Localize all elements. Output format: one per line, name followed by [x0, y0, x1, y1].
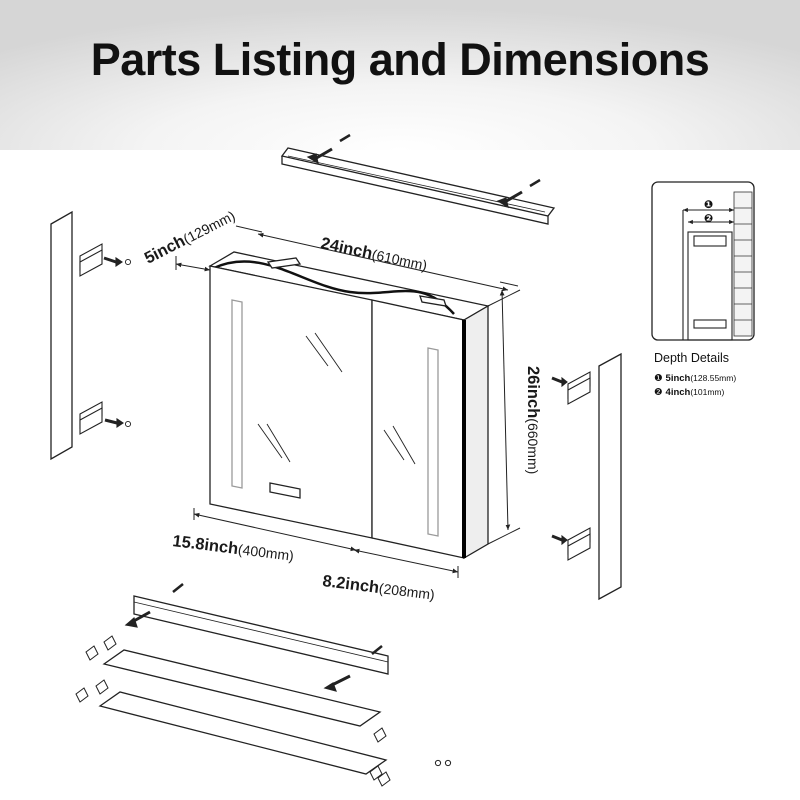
bottom-mounting-bar: [133, 595, 389, 675]
inset-marker-1: ❶: [704, 199, 713, 211]
top-screw-right: [496, 178, 541, 209]
dimension-lines: [175, 225, 521, 578]
bottom-screw-left: [124, 583, 184, 628]
right-side-panel: [598, 352, 622, 601]
brick-wall: [733, 191, 753, 337]
width-dimension-label: 24inch(610mm): [319, 234, 429, 274]
page-title: Parts Listing and Dimensions: [90, 34, 710, 85]
depth-detail-inset: ❶ ❷: [651, 181, 755, 341]
left-door-dimension-label: 15.8inch(400mm): [172, 532, 295, 565]
glass-shelf-top: [102, 649, 382, 727]
inset-marker-2: ❷: [704, 213, 713, 225]
shelf-clips: [75, 635, 452, 787]
top-screw-left: [306, 133, 351, 165]
right-bracket-top: [551, 371, 591, 405]
top-mounting-bar: [280, 147, 556, 225]
bottom-screw-right: [323, 645, 383, 692]
height-dimension-label: 26inch(660mm): [524, 366, 542, 474]
left-bracket-bottom: [79, 401, 132, 435]
mirror-door-right: [371, 299, 466, 559]
left-side-panel: [50, 210, 73, 461]
depth-details-title: Depth Details: [654, 351, 729, 365]
inset-dimension-arrows: [683, 207, 734, 225]
mirror-door-left: [209, 265, 373, 539]
title-banner: [0, 0, 800, 150]
right-bracket-bottom: [551, 527, 591, 561]
left-bracket-top: [79, 243, 132, 277]
glass-shelf-bottom: [98, 691, 388, 775]
right-door-dimension-label: 8.2inch(208mm): [322, 572, 436, 604]
inset-cabinet: [682, 210, 733, 341]
